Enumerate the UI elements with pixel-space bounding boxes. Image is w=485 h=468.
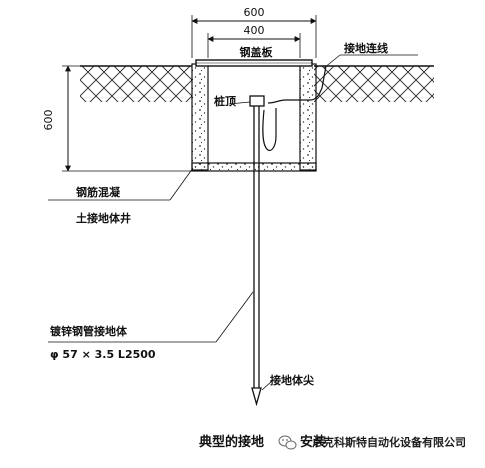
caption: 典型的接地	[199, 434, 264, 450]
grounding-pipe	[251, 106, 262, 407]
dim-top-600: 600	[244, 6, 265, 19]
steel-cover-plate	[195, 59, 313, 67]
pile-top-cap	[228, 95, 265, 107]
label-pipe-line2: φ 57 × 3.5 L2500	[50, 348, 156, 361]
ground-wire	[262, 54, 418, 151]
dim-inner-400: 400	[244, 24, 265, 37]
label-pile-top: 桩顶	[214, 94, 236, 108]
dimension-lines	[62, 15, 317, 172]
label-pit-line1: 钢筋混凝	[76, 185, 121, 199]
wechat-icon	[278, 435, 297, 450]
watermark: 卢克科斯特自动化设备有限公司	[312, 435, 466, 449]
label-ground-wire: 接地连线	[344, 41, 388, 55]
label-pipe-line1: 镀锌钢管接地体	[50, 324, 128, 338]
caption-tail: 安装	[300, 434, 326, 450]
label-pit-line2: 土接地体井	[76, 211, 131, 225]
label-cover-plate: 钢盖板	[240, 45, 274, 59]
pipe-leader	[48, 291, 254, 343]
tip-leader	[261, 380, 273, 391]
pit-leader	[48, 167, 194, 201]
label-tip: 接地体尖	[270, 373, 314, 387]
soil-hatch	[80, 65, 434, 102]
dim-left-600: 600	[42, 110, 55, 131]
